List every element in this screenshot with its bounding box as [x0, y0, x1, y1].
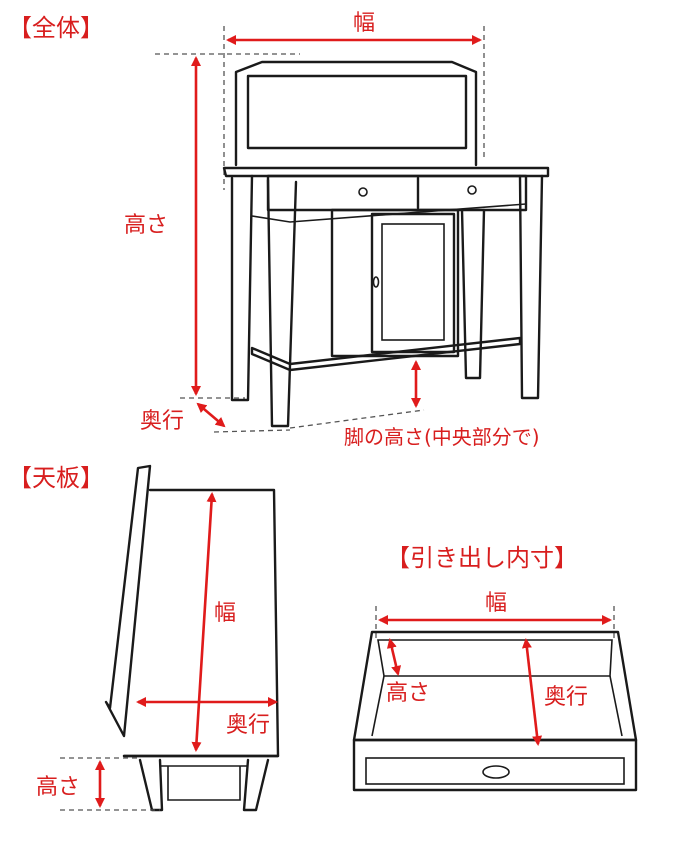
backboard-panel [246, 74, 468, 150]
leg-front-right-outer [266, 178, 298, 428]
depth-label: 奥行 [140, 409, 184, 434]
depth-extension [213, 429, 291, 433]
leg-back [460, 208, 486, 380]
drawer-width-label: 幅 [485, 591, 507, 616]
drawer-back-wall [377, 639, 613, 677]
drawer-height-arrow [386, 638, 402, 676]
drawer-depth-arrow [521, 638, 543, 746]
depth-arrow [196, 402, 226, 428]
cabinet-door [370, 212, 456, 354]
top-board-backboard [104, 464, 152, 738]
drawer-knob-left [358, 187, 368, 197]
overall-section: 【全体】 [8, 11, 550, 449]
bottom-stretcher [250, 336, 522, 372]
tabletop [222, 166, 550, 178]
top-depth-label: 奥行 [226, 713, 270, 738]
sideboard-drawing [222, 60, 550, 428]
apron [266, 174, 528, 212]
top-height-label: 高さ [36, 775, 80, 800]
drawer-left-wall [371, 675, 385, 737]
top-width-label: 幅 [214, 601, 236, 626]
height-label: 高さ [124, 213, 168, 238]
cabinet-door-panel [381, 223, 445, 341]
drawer-section: 【引き出し内寸】 幅 高さ 奥行 [352, 544, 638, 792]
drawer-right-wall [609, 675, 623, 737]
cabinet-body [330, 208, 460, 358]
door-knob [372, 276, 380, 288]
top-board-leg-right [242, 758, 270, 812]
drawer-depth-label: 奥行 [544, 685, 588, 710]
top-board-leg-left [138, 758, 164, 812]
top-board-apron [160, 765, 248, 801]
drawer-title: 【引き出し内寸】 [386, 544, 578, 572]
drawer-pull [482, 765, 510, 779]
leg-front-left [230, 174, 254, 402]
upper-rail [251, 203, 527, 223]
drawer-knob-right [467, 185, 477, 195]
drawer-front [352, 738, 638, 792]
drawer-front-panel [365, 757, 625, 785]
top-board-section: 【天板】 幅 奥行 高さ [8, 464, 280, 812]
top-board-title: 【天板】 [8, 464, 104, 492]
leg-height-extension [289, 409, 425, 429]
drawer-height-label: 高さ [386, 681, 430, 706]
backboard-frame [234, 60, 478, 167]
top-board-drawing [104, 464, 280, 812]
leg-height-label: 脚の高さ(中央部分で) [344, 425, 540, 449]
top-width-arrow [191, 492, 217, 752]
width-label: 幅 [353, 11, 375, 36]
drawer-drawing [352, 630, 638, 792]
overall-title: 【全体】 [8, 14, 104, 42]
leg-front-right [518, 174, 544, 400]
